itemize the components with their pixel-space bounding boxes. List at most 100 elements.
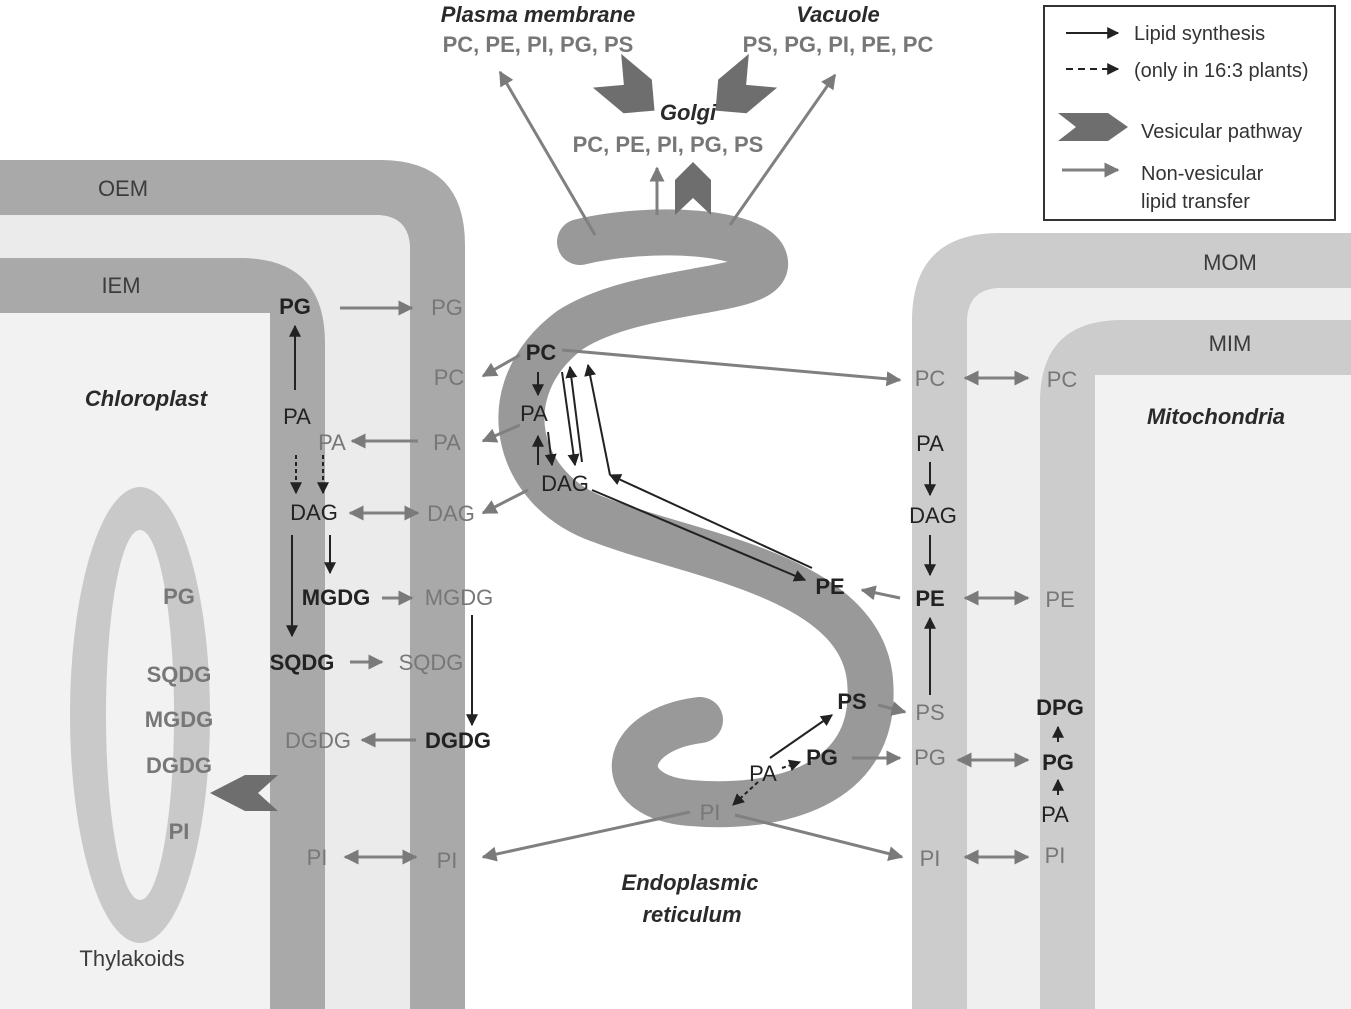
arrow-mom-pe-to-er	[860, 585, 901, 601]
legend-synthesis-label: Lipid synthesis	[1134, 23, 1265, 45]
mim-pc: PC	[1047, 367, 1078, 392]
vesicle-golgi-to-vacuole	[715, 53, 778, 114]
vesicular-pathway	[210, 53, 778, 811]
oem-mgdg: MGDG	[425, 585, 493, 610]
synthesis-arrows	[286, 324, 1064, 806]
mim-pa: PA	[1041, 802, 1069, 827]
mitochondria-matrix	[1095, 375, 1351, 1009]
arrow-er-dag-to-pc-1	[565, 365, 583, 463]
oem-pa: PA	[433, 430, 461, 455]
iem-dgdg: DGDG	[285, 728, 351, 753]
arrow-er-pc-to-oem	[481, 353, 521, 378]
thylakoid-lipid: DGDG	[146, 753, 212, 778]
mitochondria	[912, 233, 1351, 1009]
mim-label: MIM	[1209, 331, 1252, 356]
iem-dag: DAG	[290, 500, 338, 525]
er-pe: PE	[815, 574, 844, 599]
arrow-er-to-plasma-membrane	[498, 70, 597, 236]
arrow-er-ps-to-mom	[877, 701, 907, 716]
mom-dag: DAG	[909, 503, 957, 528]
mom-pc: PC	[915, 366, 946, 391]
iem-pi: PI	[307, 845, 328, 870]
golgi-title: Golgi	[660, 100, 717, 125]
vesicle-er-to-golgi	[675, 162, 711, 215]
mom-pg: PG	[914, 745, 946, 770]
er-lipids: PC PA DAG PE PS PG PA PI	[520, 340, 867, 825]
chloroplast	[0, 160, 465, 1009]
mom-pi: PI	[920, 846, 941, 871]
mom-lipids: PC PA DAG PE PS PG PI	[909, 366, 957, 871]
oem-label: OEM	[98, 176, 148, 201]
mitochondria-outer-membrane	[912, 233, 1351, 1009]
thylakoid-lipid: SQDG	[147, 662, 212, 687]
arrow-er-dag-to-pe	[591, 489, 807, 582]
oem-pg: PG	[431, 295, 463, 320]
mom-ps: PS	[915, 700, 944, 725]
iem-pg: PG	[279, 294, 311, 319]
arrow-er-pa-to-pg	[781, 759, 802, 772]
legend-vesicular-icon	[1058, 113, 1128, 141]
er-membrane	[498, 209, 894, 828]
arrow-er-pa-to-dag	[544, 431, 557, 467]
arrow-er-pc-to-dag	[561, 371, 580, 467]
legend-synthesis-16-3-label: (only in 16:3 plants)	[1134, 60, 1309, 82]
compartment-titles: Plasma membrane PC, PE, PI, PG, PS Vacuo…	[79, 2, 1285, 971]
er-pi: PI	[700, 800, 721, 825]
oem-pc: PC	[434, 365, 465, 390]
er-pc: PC	[526, 340, 557, 365]
thylakoid-lipids: PG SQDG MGDG DGDG PI	[145, 584, 213, 844]
er-pa: PA	[520, 401, 548, 426]
oem-lipids: PG PC PA DAG MGDG SQDG DGDG PI	[399, 295, 494, 873]
iem-sqdg: SQDG	[270, 650, 335, 675]
arrow-er-pi-to-mom	[734, 813, 904, 861]
legend-vesicular-label: Vesicular pathway	[1141, 121, 1302, 143]
legend: Lipid synthesis (only in 16:3 plants) Ve…	[1043, 5, 1336, 221]
arrow-er-pi-to-chloroplast	[481, 810, 691, 862]
oem-pi: PI	[437, 848, 458, 873]
chloroplast-title: Chloroplast	[85, 386, 209, 411]
thylakoid-lipid: MGDG	[145, 707, 213, 732]
vesicle-golgi-to-plasma-membrane	[592, 53, 655, 114]
mim-pe: PE	[1045, 587, 1074, 612]
mitochondria-inner-membrane	[1040, 320, 1351, 1009]
plasma-membrane-lipids: PC, PE, PI, PG, PS	[443, 32, 634, 57]
vacuole-lipids: PS, PG, PI, PE, PC	[743, 32, 934, 57]
golgi-lipids: PC, PE, PI, PG, PS	[573, 132, 764, 157]
iem-lipids: PG PA PA DAG MGDG SQDG DGDG PI	[270, 294, 371, 870]
arrow-er-to-vacuole	[728, 73, 837, 226]
oem-dgdg: DGDG	[425, 728, 491, 753]
er-pa2: PA	[749, 761, 777, 786]
mom-pa: PA	[916, 431, 944, 456]
vacuole-title: Vacuole	[796, 2, 880, 27]
thylakoid-lumen	[106, 530, 174, 900]
er-ps: PS	[837, 689, 866, 714]
mom-label: MOM	[1203, 250, 1257, 275]
er-pg: PG	[806, 745, 838, 770]
arrow-er-dag-to-pc-2	[584, 363, 611, 476]
mom-pe: PE	[915, 586, 944, 611]
arrow-er-pc-to-mom	[561, 348, 902, 387]
mim-pi: PI	[1045, 843, 1066, 868]
vesicle-to-thylakoid	[210, 775, 278, 811]
arrow-er-pe-to-pc	[608, 474, 813, 569]
arrow-er-dag-to-oem	[481, 488, 529, 515]
er-title-line2: reticulum	[642, 902, 741, 927]
arrow-er-pa-to-oem	[481, 423, 521, 443]
chloroplast-outer-envelope	[0, 160, 465, 1009]
oem-sqdg: SQDG	[399, 650, 464, 675]
thylakoid-lipid: PG	[163, 584, 195, 609]
mim-lipids: PC PE DPG PG PA PI	[1036, 367, 1084, 868]
mim-dpg: DPG	[1036, 695, 1084, 720]
non-vesicular-transfer-arrows	[340, 70, 1030, 865]
er-dag: DAG	[541, 471, 589, 496]
arrow-er-pa-to-ps	[769, 714, 833, 759]
iem-label: IEM	[101, 273, 140, 298]
iem-mgdg: MGDG	[302, 585, 370, 610]
legend-nonvesicular-label-2: lipid transfer	[1141, 191, 1250, 213]
plasma-membrane-title: Plasma membrane	[441, 2, 635, 27]
mim-pg: PG	[1042, 750, 1074, 775]
iem-pa: PA	[283, 404, 311, 429]
arrow-er-pa-to-pi	[732, 781, 759, 806]
thylakoid-lipid: PI	[169, 819, 190, 844]
